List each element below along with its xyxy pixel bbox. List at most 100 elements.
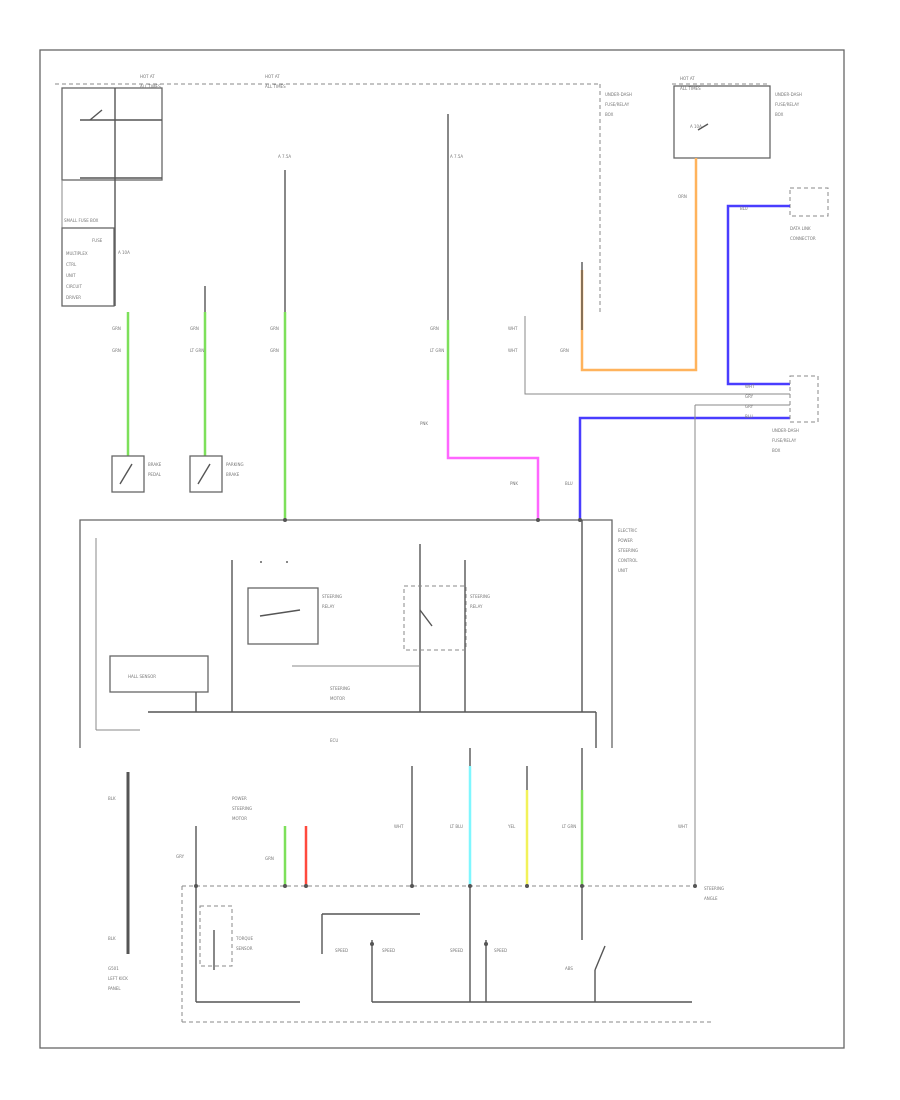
svg-text:ELECTRIC: ELECTRIC	[618, 528, 637, 533]
svg-text:UNIT: UNIT	[618, 568, 628, 573]
svg-text:ALL TIMES: ALL TIMES	[140, 84, 161, 89]
svg-text:ANGLE: ANGLE	[704, 896, 718, 901]
svg-text:WHT: WHT	[394, 824, 404, 829]
svg-text:PNK: PNK	[510, 481, 518, 486]
svg-text:STEERING: STEERING	[232, 806, 252, 811]
svg-text:UNDER-DASH: UNDER-DASH	[775, 92, 802, 97]
svg-text:FUSE/RELAY: FUSE/RELAY	[775, 102, 800, 107]
fuse-relay-box-left: SMALL FUSE BOX FUSE MULTIPLEX CTRL UNIT …	[61, 87, 163, 307]
svg-text:SPEED: SPEED	[382, 948, 395, 953]
svg-text:SPEED: SPEED	[450, 948, 463, 953]
svg-text:BOX: BOX	[775, 112, 784, 117]
svg-text:GRN: GRN	[270, 348, 279, 353]
svg-text:TORQUE: TORQUE	[235, 936, 253, 941]
svg-text:CTRL: CTRL	[66, 262, 77, 267]
svg-text:SMALL FUSE BOX: SMALL FUSE BOX	[64, 218, 99, 223]
svg-text:SPEED: SPEED	[494, 948, 507, 953]
svg-text:LT BLU: LT BLU	[450, 824, 463, 829]
svg-text:LT GRN: LT GRN	[430, 348, 444, 353]
svg-text:WHT: WHT	[508, 348, 518, 353]
svg-text:ABS: ABS	[565, 966, 573, 971]
svg-text:LT GRN: LT GRN	[190, 348, 204, 353]
relay-1: STEERING RELAY	[247, 587, 342, 645]
svg-text:PARKING: PARKING	[226, 462, 244, 467]
relay-2: STEERING RELAY	[403, 544, 490, 712]
svg-text:GRN: GRN	[112, 326, 121, 331]
control-module: ECU ELECTRIC POWER STEERING CONTROL UNIT	[79, 519, 638, 748]
svg-text:GRY: GRY	[745, 394, 754, 399]
svg-text:WHT: WHT	[508, 326, 518, 331]
svg-text:STEERING: STEERING	[618, 548, 638, 553]
svg-text:RELAY: RELAY	[470, 604, 483, 609]
svg-text:HOT AT: HOT AT	[265, 74, 280, 79]
connector-nodes	[194, 518, 697, 946]
svg-text:BLU: BLU	[740, 206, 748, 211]
svg-text:STEERING: STEERING	[470, 594, 490, 599]
svg-text:SPEED: SPEED	[335, 948, 348, 953]
wire-gray	[524, 316, 790, 395]
svg-text:LT GRN: LT GRN	[562, 824, 576, 829]
connector-right-top	[789, 187, 829, 217]
diagram-frame	[39, 49, 845, 1049]
svg-text:STEERING: STEERING	[322, 594, 342, 599]
wire-pink	[446, 380, 540, 520]
svg-text:BOX: BOX	[605, 112, 614, 117]
hall-sensor	[109, 655, 209, 693]
svg-text:MOTOR: MOTOR	[330, 696, 345, 701]
svg-text:BRAKE: BRAKE	[148, 462, 162, 467]
svg-text:GRY: GRY	[176, 854, 185, 859]
svg-text:SENSOR: SENSOR	[236, 946, 253, 951]
svg-text:MOTOR: MOTOR	[232, 816, 247, 821]
svg-text:YEL: YEL	[507, 824, 516, 829]
svg-text:A 7.5A: A 7.5A	[450, 154, 463, 159]
svg-text:HOT AT: HOT AT	[680, 76, 695, 81]
svg-text:RELAY: RELAY	[322, 604, 335, 609]
svg-text:PNK: PNK	[420, 421, 428, 426]
svg-text:FUSE/RELAY: FUSE/RELAY	[772, 438, 797, 443]
svg-text:CONTROL: CONTROL	[618, 558, 638, 563]
svg-text:HALL SENSOR: HALL SENSOR	[128, 674, 156, 679]
svg-text:LEFT KICK: LEFT KICK	[108, 976, 128, 981]
svg-text:STEERING: STEERING	[704, 886, 724, 891]
svg-text:MULTIPLEX: MULTIPLEX	[66, 251, 88, 256]
svg-text:ALL TIMES: ALL TIMES	[680, 86, 701, 91]
svg-text:GRN: GRN	[560, 348, 569, 353]
wire-blue-lower	[578, 416, 790, 520]
svg-text:DATA LINK: DATA LINK	[790, 226, 811, 231]
svg-text:FUSE/RELAY: FUSE/RELAY	[605, 102, 630, 107]
svg-text:ECU: ECU	[330, 738, 338, 743]
svg-text:A 7.5A: A 7.5A	[278, 154, 291, 159]
svg-text:GRN: GRN	[112, 348, 121, 353]
switch-bank-center: SPEED SPEED SPEED SPEED ABS	[321, 886, 692, 1003]
svg-text:BLU: BLU	[565, 481, 573, 486]
svg-text:G501: G501	[108, 966, 119, 971]
svg-text:A 10A: A 10A	[690, 124, 702, 129]
svg-text:FUSE: FUSE	[92, 238, 103, 243]
svg-text:POWER: POWER	[618, 538, 633, 543]
svg-text:POWER: POWER	[232, 796, 247, 801]
svg-text:A 10A: A 10A	[118, 250, 130, 255]
svg-text:WHT: WHT	[678, 824, 688, 829]
svg-text:BRAKE: BRAKE	[226, 472, 240, 477]
svg-text:ALL TIMES: ALL TIMES	[265, 84, 286, 89]
svg-text:CONNECTOR: CONNECTOR	[790, 236, 816, 241]
svg-text:UNDER-DASH: UNDER-DASH	[772, 428, 799, 433]
sensor-left-bottom: TORQUE SENSOR	[195, 886, 300, 1003]
svg-text:STEERING: STEERING	[330, 686, 350, 691]
wire-orange	[580, 158, 698, 372]
wire-blue-upper	[726, 204, 790, 386]
svg-text:BLK: BLK	[108, 936, 116, 941]
svg-text:BOX: BOX	[772, 448, 781, 453]
svg-text:GRY: GRY	[745, 404, 754, 409]
svg-text:BLK: BLK	[108, 796, 116, 801]
svg-text:ORN: ORN	[678, 194, 687, 199]
switch-left-1: BRAKE PEDAL	[111, 455, 162, 493]
svg-text:GRN: GRN	[265, 856, 274, 861]
svg-text:UNIT: UNIT	[66, 273, 76, 278]
svg-text:DRIVER: DRIVER	[66, 295, 81, 300]
svg-text:WHT: WHT	[745, 384, 755, 389]
svg-text:GRN: GRN	[190, 326, 199, 331]
fuse-box-right: HOT AT ALL TIMES A 10A UNDER-DASH FUSE/R…	[673, 76, 802, 159]
svg-text:PANEL: PANEL	[108, 986, 121, 991]
